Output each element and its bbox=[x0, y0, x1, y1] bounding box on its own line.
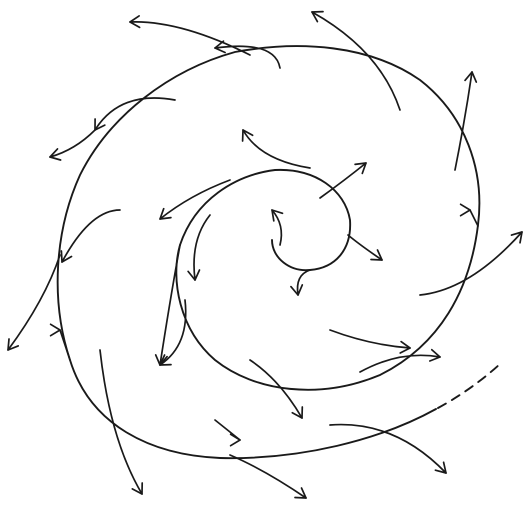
arrow-shaft bbox=[470, 210, 478, 226]
arrow-shaft bbox=[230, 455, 306, 498]
curved-arrow-icon bbox=[130, 16, 250, 55]
curved-arrow-icon bbox=[215, 420, 240, 446]
arrow-shaft bbox=[130, 22, 250, 55]
curved-arrow-icon bbox=[320, 163, 366, 198]
curved-arrow-icon bbox=[291, 270, 310, 295]
arrow-head bbox=[95, 119, 105, 130]
curved-arrow-icon bbox=[243, 130, 310, 168]
arrow-head bbox=[51, 324, 60, 335]
curved-arrow-icon bbox=[272, 210, 283, 245]
curved-arrow-icon bbox=[230, 455, 306, 498]
arrow-shaft bbox=[50, 130, 95, 157]
curved-arrow-icon bbox=[330, 330, 410, 353]
curved-arrow-icon bbox=[95, 98, 175, 130]
curved-arrow-icon bbox=[348, 235, 382, 260]
arrow-shaft bbox=[194, 215, 210, 280]
curved-arrow-icon bbox=[330, 425, 446, 473]
arrow-shaft bbox=[60, 330, 70, 360]
arrow-shaft bbox=[348, 235, 382, 260]
arrow-head bbox=[461, 204, 470, 215]
curved-arrow-icon bbox=[312, 12, 400, 110]
spiral-curve bbox=[58, 46, 480, 458]
curved-arrow-icon bbox=[188, 215, 210, 280]
curved-arrow-icon bbox=[51, 324, 70, 360]
arrow-shaft bbox=[320, 163, 366, 198]
arrow-shaft bbox=[95, 98, 175, 130]
curved-arrow-icon bbox=[50, 130, 95, 160]
arrow-head bbox=[291, 285, 302, 295]
arrow-shaft bbox=[8, 255, 60, 350]
curved-arrow-icon bbox=[61, 210, 120, 262]
curved-arrow-icon bbox=[8, 255, 60, 350]
arrow-shaft bbox=[330, 425, 446, 473]
arrow-shaft bbox=[160, 180, 230, 219]
arrow-shaft bbox=[330, 330, 410, 348]
spiral-dashed-tail bbox=[438, 364, 500, 408]
arrow-shaft bbox=[100, 350, 142, 494]
curved-arrow-icon bbox=[160, 180, 230, 219]
curved-arrow-icon bbox=[461, 204, 478, 226]
arrow-shaft bbox=[62, 210, 120, 262]
arrow-shaft bbox=[312, 12, 400, 110]
curved-arrow-icon bbox=[100, 350, 142, 494]
